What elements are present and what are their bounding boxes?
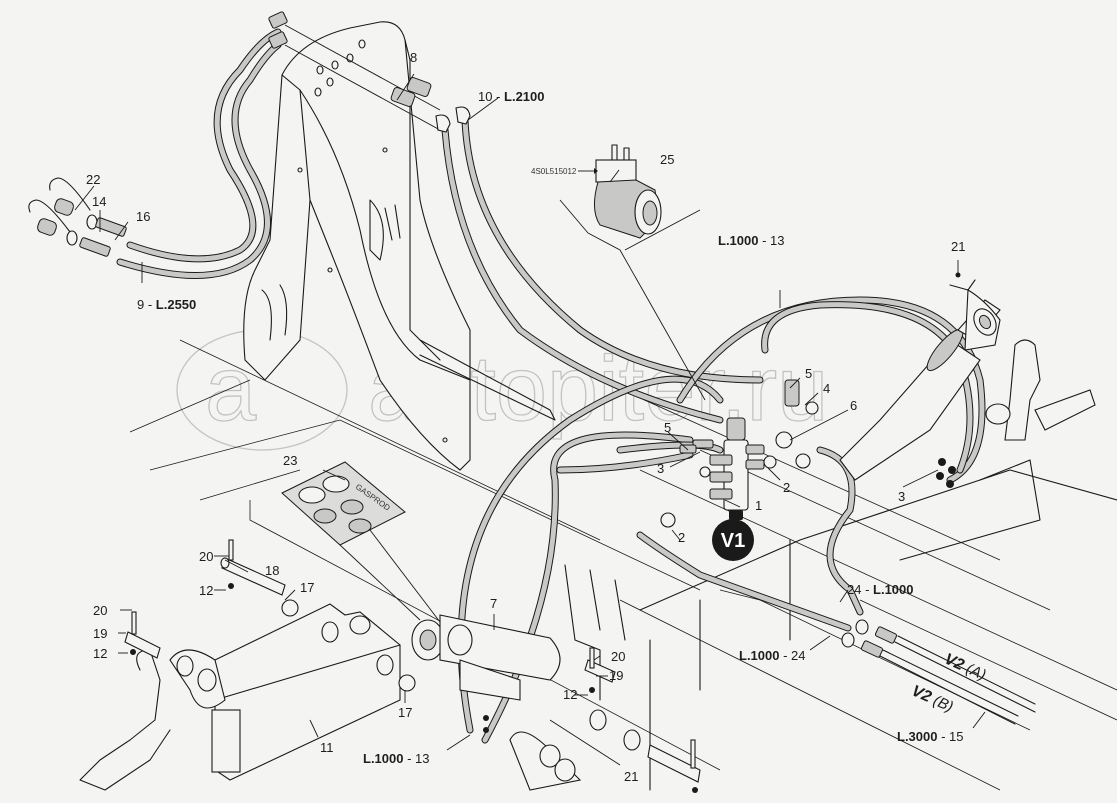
- label-part-22: 22: [86, 172, 100, 187]
- lower-cylinder: [411, 564, 701, 793]
- label-part-23: 23: [283, 453, 297, 468]
- valve-block: [660, 379, 819, 528]
- label-part-16: 16: [136, 209, 150, 224]
- adapter-8a: [390, 87, 416, 107]
- label-part-20-c: 20: [611, 649, 625, 664]
- label-part-13-top-number: - 13: [758, 233, 784, 248]
- label-part-21-bottom: 21: [624, 769, 638, 784]
- part-labels: 8 10 - L.2100 22 14 16 9 - L.2550 4S0L51…: [86, 50, 988, 784]
- label-part-8: 8: [410, 50, 417, 65]
- label-part-6: 6: [850, 398, 857, 413]
- label-part-15-length: L.3000: [897, 729, 937, 744]
- label-part-24-top: 24 - L.1000: [847, 582, 914, 597]
- label-part-5-top: 5: [805, 366, 812, 381]
- label-part-10-number: 10 -: [478, 89, 504, 104]
- label-part-2-right: 2: [783, 480, 790, 495]
- label-part-9: 9 - L.2550: [137, 297, 196, 312]
- label-v2b-code: V2: [909, 682, 934, 706]
- label-part-17-a: 17: [300, 580, 314, 595]
- label-part-13-bottom-length: L.1000: [363, 751, 403, 766]
- label-part-20-a: 20: [199, 549, 213, 564]
- label-part-11: 11: [320, 740, 334, 755]
- mounting-plate: [243, 21, 556, 471]
- frame-lines: [129, 339, 1117, 791]
- label-part-15: L.3000 - 15: [897, 729, 964, 744]
- label-part-12-b: 12: [93, 646, 107, 661]
- label-part-3-left: 3: [657, 461, 664, 476]
- label-part-24-bottom-number: - 24: [779, 648, 805, 663]
- label-v2a-code: V2: [942, 651, 967, 675]
- leader-lines: [74, 73, 986, 766]
- gasket-kit: GASPROD: [281, 461, 441, 623]
- part-code-label: 4S0L515012: [531, 167, 577, 176]
- label-part-13-top: L.1000 - 13: [718, 233, 785, 248]
- svg-text:V2(A): V2(A): [942, 651, 989, 684]
- label-part-24-top-number: 24 -: [847, 582, 873, 597]
- label-part-19-a: 19: [93, 626, 107, 641]
- label-part-13-bottom-number: - 13: [403, 751, 429, 766]
- top-fittings: [268, 11, 471, 133]
- solenoid-coil: [559, 144, 706, 401]
- right-cylinder: [839, 260, 1096, 488]
- label-part-18: 18: [265, 563, 279, 578]
- label-part-24-bottom-length: L.1000: [739, 648, 779, 663]
- label-part-1: 1: [755, 498, 762, 513]
- label-part-24-top-length: L.1000: [873, 582, 913, 597]
- hoses: [116, 28, 986, 744]
- arrow-head-icon: [594, 168, 598, 174]
- adapter-8b: [406, 77, 432, 97]
- svg-text:V2(B): V2(B): [909, 682, 956, 715]
- label-v2b: V2(B): [909, 682, 956, 715]
- label-v2b-port: (B): [930, 692, 955, 716]
- label-part-12-c: 12: [563, 687, 577, 702]
- label-part-10-length: L.2100: [504, 89, 544, 104]
- line-couplers: [841, 619, 1036, 725]
- label-part-12-a: 12: [199, 583, 213, 598]
- label-v2a-port: (A): [963, 660, 988, 684]
- label-part-13-top-length: L.1000: [718, 233, 758, 248]
- label-part-15-number: - 15: [937, 729, 963, 744]
- label-part-24-bottom: L.1000 - 24: [739, 648, 806, 663]
- quick-couplers: [28, 177, 127, 257]
- label-part-9-length: L.2550: [156, 297, 196, 312]
- label-part-20-b: 20: [93, 603, 107, 618]
- label-part-2-bottom: 2: [678, 530, 685, 545]
- label-part-10: 10 - L.2100: [478, 89, 545, 104]
- label-part-3-right: 3: [898, 489, 905, 504]
- lift-arm: [79, 539, 416, 791]
- label-part-14: 14: [92, 194, 106, 209]
- valve-badge-v1: V1: [712, 519, 754, 561]
- label-part-21-top: 21: [951, 239, 965, 254]
- valve-badge-label: V1: [721, 530, 745, 552]
- label-v2a: V2(A): [942, 651, 989, 684]
- label-part-19-b: 19: [609, 668, 623, 683]
- label-part-13-bottom: L.1000 - 13: [363, 751, 430, 766]
- label-part-4: 4: [823, 381, 830, 396]
- label-part-7: 7: [490, 596, 497, 611]
- label-part-9-number: 9 -: [137, 297, 156, 312]
- label-part-17-b: 17: [398, 705, 412, 720]
- label-part-5-left: 5: [664, 420, 671, 435]
- label-part-25: 25: [660, 152, 674, 167]
